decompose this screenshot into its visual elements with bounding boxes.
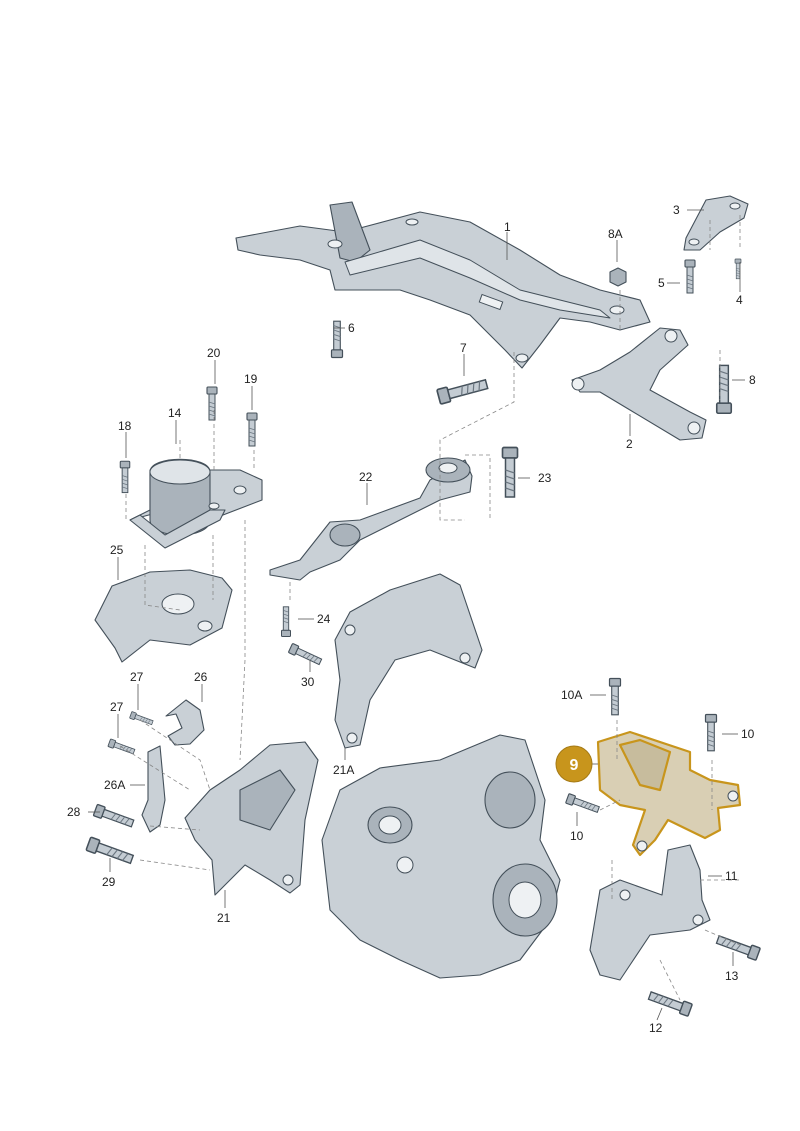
callout-19: 19 [244, 372, 258, 386]
nut-8a [609, 267, 627, 287]
callout-27-top: 27 [130, 670, 144, 684]
subframe-part-1 [235, 201, 651, 369]
strap-part-26a [141, 745, 166, 833]
callout-10a: 10A [561, 688, 582, 702]
callout-12: 12 [649, 1021, 663, 1035]
bolt-30 [287, 642, 324, 667]
callout-21a: 21A [333, 763, 354, 777]
callout-7: 7 [460, 341, 467, 355]
callout-10-right: 10 [741, 727, 755, 741]
gearbox-mount-part-9 [596, 730, 742, 857]
bracket-part-11 [589, 844, 711, 981]
bracket-part-21a [334, 573, 483, 749]
callout-13: 13 [725, 969, 739, 983]
wishbone-part-2 [571, 327, 707, 441]
callout-23: 23 [538, 471, 552, 485]
bolt-18 [119, 460, 131, 494]
callout-3: 3 [673, 203, 680, 217]
bolt-8 [715, 364, 733, 415]
callout-8a: 8A [608, 227, 623, 241]
callout-9: 9 [570, 757, 579, 774]
bolt-13 [714, 932, 762, 962]
bolt-10a [608, 677, 622, 716]
callout-25: 25 [110, 543, 124, 557]
callout-28: 28 [67, 805, 81, 819]
callout-6: 6 [348, 321, 355, 335]
callout-11: 11 [725, 869, 738, 883]
callout-4: 4 [736, 293, 743, 307]
bolt-6 [330, 320, 344, 359]
gearbox-housing [321, 734, 561, 979]
callout-24: 24 [317, 612, 331, 626]
callout-1: 1 [504, 220, 511, 234]
engine-mount-part-14 [129, 458, 263, 549]
clip-part-26 [165, 699, 205, 746]
bolt-23 [501, 446, 519, 498]
assembly-lines [119, 215, 741, 1001]
callout-26a: 26A [104, 778, 125, 792]
callout-22: 22 [359, 470, 373, 484]
bolt-7 [435, 376, 490, 406]
torque-rod-part-22 [269, 457, 473, 581]
callout-21: 21 [217, 911, 231, 925]
bracket-part-3 [683, 195, 749, 251]
callout-14: 14 [168, 406, 182, 420]
bolt-10b [704, 713, 718, 752]
leader-lines [88, 209, 745, 1021]
callout-8: 8 [749, 373, 756, 387]
bolt-10c [565, 793, 601, 815]
callout-30: 30 [301, 675, 315, 689]
callout-26: 26 [194, 670, 208, 684]
callout-20: 20 [207, 346, 221, 360]
heat-shield-part-25 [94, 569, 233, 663]
bracket-part-21 [184, 741, 319, 896]
callout-5: 5 [658, 276, 665, 290]
callout-labels: 1 3 4 5 8A 6 7 8 2 20 19 14 18 22 23 25 … [67, 203, 756, 1035]
bolt-12 [646, 988, 694, 1018]
bolt-5 [684, 259, 696, 294]
bolt-24 [281, 606, 291, 637]
callout-9-badge[interactable]: 9 [555, 745, 593, 783]
callout-2: 2 [626, 437, 633, 451]
callout-27-bottom: 27 [110, 700, 124, 714]
callout-10-lower: 10 [570, 829, 584, 843]
callout-18: 18 [118, 419, 132, 433]
bolt-20 [206, 386, 218, 421]
callout-29: 29 [102, 875, 116, 889]
bolt-27a [129, 711, 155, 727]
bolt-28 [92, 803, 136, 830]
bolt-19 [246, 412, 258, 447]
